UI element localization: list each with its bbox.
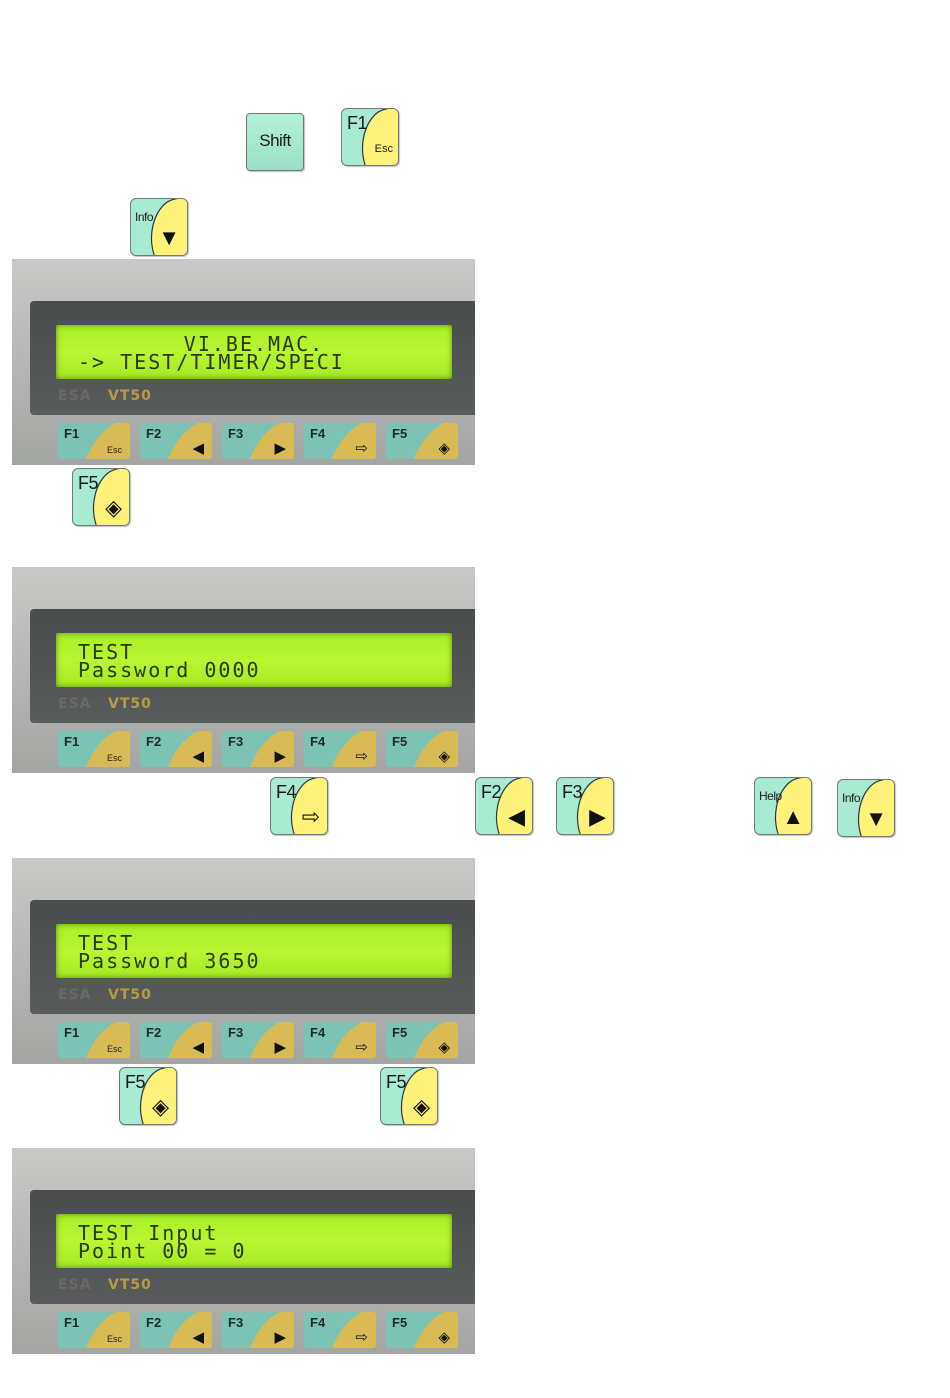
lcd-display: TEST Input Point 00 = 0 xyxy=(56,1214,452,1268)
lcd-line-1: VI.BE.MAC. xyxy=(183,332,325,356)
device-f2-key: F2◀ xyxy=(140,731,212,767)
diamond-icon: ◈ xyxy=(152,1094,169,1119)
diamond-icon: ◈ xyxy=(438,1039,450,1056)
lcd-line-2: -> TEST/TIMER/SPECI xyxy=(78,350,345,374)
arrow-up-icon: ▲ xyxy=(782,804,804,829)
arrow-right-icon: ▶ xyxy=(274,1039,286,1056)
brand-logo: ESA xyxy=(58,388,92,404)
brand-logo: ESA xyxy=(58,1277,92,1293)
esc-key-label: Esc xyxy=(374,143,393,155)
device-f4-key: F4⇨ xyxy=(304,423,376,459)
model-label: VT50 xyxy=(108,987,152,1003)
device-photo-main-menu: VI.BE.MAC. -> TEST/TIMER/SPECI ESA VT50 … xyxy=(12,259,475,465)
device-f3-key: F3▶ xyxy=(222,731,294,767)
device-f2-key: F2◀ xyxy=(140,423,212,459)
f5-key-2: F5 ◈ xyxy=(119,1067,177,1125)
arrow-left-icon: ◀ xyxy=(192,1329,204,1346)
f4-enter-key: F4 ⇨ xyxy=(270,777,328,835)
lcd-display: TEST Password 0000 xyxy=(56,633,452,687)
f1-esc-key: F1 Esc xyxy=(341,108,399,166)
lcd-line-1: TEST xyxy=(78,931,135,955)
enter-icon: ⇨ xyxy=(355,748,368,765)
arrow-down-icon: ▼ xyxy=(865,806,887,831)
diamond-icon: ◈ xyxy=(413,1094,430,1119)
brand-logo: ESA xyxy=(58,987,92,1003)
device-f5-key: F5◈ xyxy=(386,1022,458,1058)
device-f2-key: F2◀ xyxy=(140,1312,212,1348)
lcd-display: TEST Password 3650 xyxy=(56,924,452,978)
arrow-right-icon: ▶ xyxy=(274,748,286,765)
f1-key-label: F1 xyxy=(347,113,368,133)
arrow-left-icon: ◀ xyxy=(508,804,525,829)
device-f5-key: F5◈ xyxy=(386,731,458,767)
enter-icon: ⇨ xyxy=(355,1329,368,1346)
model-label: VT50 xyxy=(108,696,152,712)
arrow-right-icon: ▶ xyxy=(589,804,606,829)
device-f3-key: F3▶ xyxy=(222,1312,294,1348)
device-f3-key: F3▶ xyxy=(222,1022,294,1058)
arrow-left-icon: ◀ xyxy=(192,748,204,765)
f5-key-1: F5 ◈ xyxy=(72,468,130,526)
shift-key: Shift xyxy=(246,113,304,171)
device-f4-key: F4⇨ xyxy=(304,1312,376,1348)
lcd-line-2: Password 0000 xyxy=(78,658,261,682)
f3-right-key: F3 ▶ xyxy=(556,777,614,835)
help-up-key: Help ▲ xyxy=(754,777,812,835)
info-down-key: Info ▼ xyxy=(130,198,188,256)
arrow-right-icon: ▶ xyxy=(274,440,286,457)
shift-key-label: Shift xyxy=(259,131,291,150)
device-f5-key: F5◈ xyxy=(386,1312,458,1348)
info-key-label: Info xyxy=(135,210,154,224)
lcd-line-1: TEST xyxy=(78,640,135,664)
arrow-left-icon: ◀ xyxy=(192,1039,204,1056)
info-down-key: Info ▼ xyxy=(837,779,895,837)
device-f2-key: F2◀ xyxy=(140,1022,212,1058)
device-f4-key: F4⇨ xyxy=(304,731,376,767)
brand-logo: ESA xyxy=(58,696,92,712)
device-f3-key: F3▶ xyxy=(222,423,294,459)
diamond-icon: ◈ xyxy=(438,748,450,765)
diamond-icon: ◈ xyxy=(438,440,450,457)
device-f4-key: F4⇨ xyxy=(304,1022,376,1058)
arrow-right-icon: ▶ xyxy=(274,1329,286,1346)
arrow-down-icon: ▼ xyxy=(158,225,180,250)
lcd-line-1: TEST Input xyxy=(78,1221,219,1245)
diamond-icon: ◈ xyxy=(438,1329,450,1346)
model-label: VT50 xyxy=(108,388,152,404)
f5-key-3: F5 ◈ xyxy=(380,1067,438,1125)
model-label: VT50 xyxy=(108,1277,152,1293)
f2-left-key: F2 ◀ xyxy=(475,777,533,835)
device-f5-key: F5◈ xyxy=(386,423,458,459)
lcd-line-2: Password 3650 xyxy=(78,949,261,973)
enter-icon: ⇨ xyxy=(301,804,320,829)
lcd-line-2: Point 00 = 0 xyxy=(78,1239,247,1263)
diamond-icon: ◈ xyxy=(105,495,122,520)
enter-icon: ⇨ xyxy=(355,1039,368,1056)
lcd-display: VI.BE.MAC. -> TEST/TIMER/SPECI xyxy=(56,325,452,379)
enter-icon: ⇨ xyxy=(355,440,368,457)
arrow-left-icon: ◀ xyxy=(192,440,204,457)
